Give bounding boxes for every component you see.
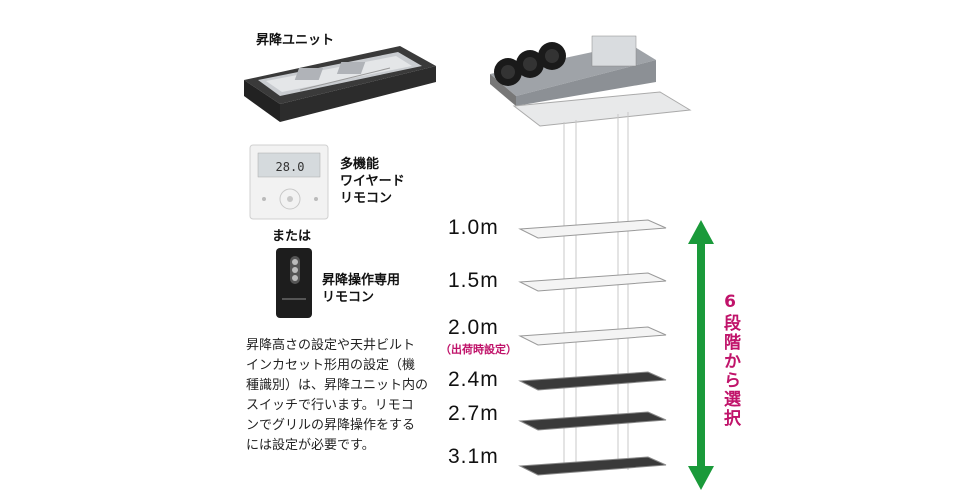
double-arrow-icon	[688, 220, 714, 490]
remote-screen-value: 28.0	[276, 160, 305, 174]
grille-panel-2	[518, 272, 667, 292]
grille-panel-6	[518, 456, 667, 476]
grille-panel-3	[518, 326, 667, 346]
grille-panel-4	[518, 371, 667, 391]
grille-panel-1	[518, 219, 667, 239]
height-label-2: 1.5m	[448, 269, 499, 292]
default-setting-note: （出荷時設定）	[440, 343, 517, 356]
six-step-text: 6段階から選択	[720, 292, 740, 428]
wired-remote-label: 多機能 ワイヤード リモコン	[340, 157, 405, 206]
description-text: 昇降高さの設定や天井ビルト インカセット形用の設定（機 種識別）は、昇降ユニット…	[246, 338, 429, 453]
height-label-4: 2.4m	[448, 368, 499, 391]
grille-panel-5	[518, 411, 667, 431]
lift-remote-label: 昇降操作専用 リモコン	[322, 273, 401, 305]
ceiling-unit-diagram	[490, 35, 692, 476]
lift-unit-label: 昇降ユニット	[256, 33, 335, 48]
lift-remote-image	[276, 248, 312, 318]
wired-remote-image: 28.0	[249, 144, 329, 220]
height-label-1: 1.0m	[448, 216, 499, 239]
or-text: または	[272, 229, 312, 244]
height-label-3: 2.0m	[448, 316, 499, 339]
lift-unit-image	[244, 46, 436, 122]
height-label-6: 3.1m	[448, 445, 499, 468]
height-label-5: 2.7m	[448, 402, 499, 425]
